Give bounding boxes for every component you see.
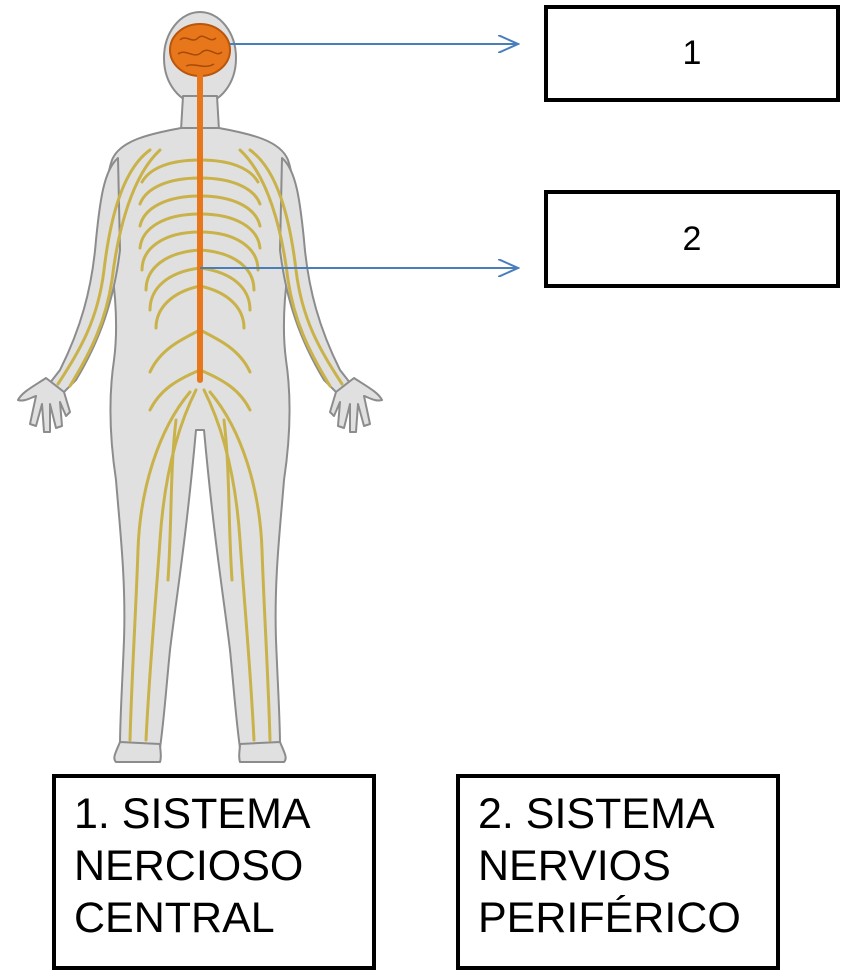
legend-central-nervous-system: 1. SISTEMA NERCIOSO CENTRAL <box>52 774 376 970</box>
label-box-2: 2 <box>544 190 840 288</box>
label-box-1: 1 <box>544 5 840 102</box>
legend-2-line-2: NERVIOS <box>478 840 776 892</box>
legend-2-line-1: 2. SISTEMA <box>478 788 776 840</box>
legend-peripheral-nervous-system: 2. SISTEMA NERVIOS PERIFÉRICO <box>456 774 780 970</box>
label-box-2-text: 2 <box>683 220 702 259</box>
label-box-1-text: 1 <box>683 34 702 73</box>
legend-1-line-3: CENTRAL <box>74 892 372 944</box>
legend-1-line-1: 1. SISTEMA <box>74 788 372 840</box>
legend-2-line-3: PERIFÉRICO <box>478 892 776 944</box>
legend-1-line-2: NERCIOSO <box>74 840 372 892</box>
human-body-illustration <box>18 12 382 762</box>
brain <box>170 24 230 76</box>
